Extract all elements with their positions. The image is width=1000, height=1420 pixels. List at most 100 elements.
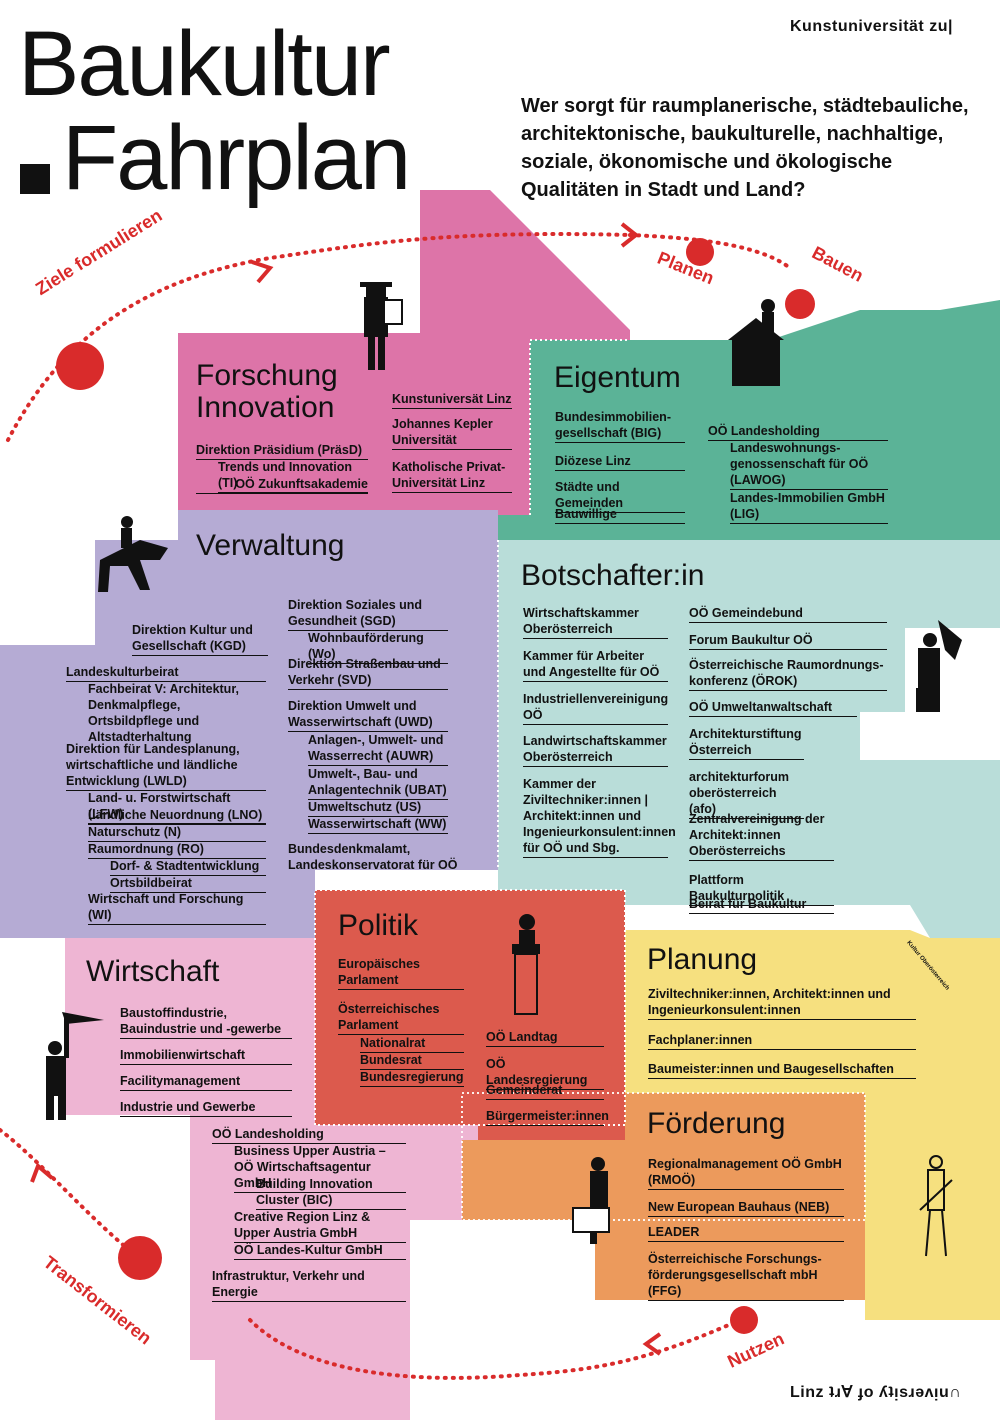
verwaltung-item: Fachbeirat V: Architektur, Denkmalpflege… bbox=[88, 682, 239, 744]
verwaltung-item: Umwelt-, Bau- und Anlagentechnik (UBAT) bbox=[308, 766, 448, 800]
politik-region bbox=[315, 890, 625, 1140]
wirtschaft-item: Creative Region Linz & Upper Austria Gmb… bbox=[234, 1209, 406, 1243]
eigentum-region bbox=[498, 300, 1000, 540]
wirtschaft-item: Building Innovation Cluster (BIC) bbox=[256, 1176, 406, 1210]
eigentum-title: Eigentum bbox=[554, 361, 681, 394]
politik-title: Politik bbox=[338, 909, 419, 942]
wirtschaft-region bbox=[65, 938, 478, 1420]
horse-rider-icon bbox=[98, 516, 168, 592]
politik-item: Gemeinderat bbox=[486, 1082, 604, 1100]
sketch-figure-icon bbox=[919, 1155, 953, 1257]
verwaltung-item: Direktion Umwelt und Wasserwirtschaft (U… bbox=[288, 698, 448, 732]
wirtschaft-item: OÖ Landesholding bbox=[212, 1126, 406, 1144]
botschafter-item: Zentralvereinigung der Architekt:innen O… bbox=[689, 811, 834, 861]
wirtschaft-item: Immobilienwirtschaft bbox=[120, 1047, 292, 1065]
verwaltung-title: Verwaltung bbox=[196, 529, 345, 562]
botschafter-item: Wirtschaftskammer Oberösterreich bbox=[523, 605, 668, 639]
verwaltung-item: Wohnbauförderung (Wo) bbox=[308, 630, 448, 664]
verwaltung-item: Ländliche Neuordnung (LNO) bbox=[88, 807, 266, 825]
forschung-region bbox=[178, 190, 630, 515]
cycle-arrow-1 bbox=[251, 260, 274, 284]
eigentum-item: OÖ Landesholding bbox=[708, 423, 888, 441]
planung-region bbox=[625, 930, 1000, 1320]
foerderung-item: Regionalmanagement OÖ GmbH (RMOÖ) bbox=[648, 1156, 844, 1190]
botschafter-item: architekturforum oberösterreich (afo) bbox=[689, 769, 804, 819]
botschafter-item: Forum Baukultur OÖ bbox=[689, 632, 887, 650]
politik-item: Bürgermeister:innen bbox=[486, 1108, 609, 1126]
wirtschaft-item: Industrie und Gewerbe bbox=[120, 1099, 292, 1117]
university-name-bottom: Linz ʇɹ∀ ɟo ʎʇᴉsɹǝʌᴉu∩ bbox=[790, 1384, 962, 1401]
forschung-item: OÖ Zukunftsakademie bbox=[196, 476, 368, 494]
reader-figure-icon bbox=[360, 282, 403, 370]
politik-item: Bundesrat bbox=[360, 1052, 464, 1070]
verwaltung-item: Direktion Soziales und Gesundheit (SGD) bbox=[288, 597, 448, 631]
foerderung-item: New European Bauhaus (NEB) bbox=[648, 1199, 844, 1217]
eigentum-item: Landes-Immobilien GmbH (LIG) bbox=[730, 490, 888, 524]
cycle-arrow-2 bbox=[620, 222, 640, 248]
botschafter-item: Kammer der Ziviltechniker:innen | Archit… bbox=[523, 776, 676, 858]
botschafter-item: Plattform Baukulturpolitik bbox=[689, 872, 834, 906]
wirtschaft-item: Business Upper Austria – OÖ Wirtschaftsa… bbox=[234, 1143, 406, 1193]
title-line-2: Fahrplan bbox=[62, 107, 411, 209]
eigentum-item: Bauwillige bbox=[555, 506, 685, 524]
verwaltung-item: Umweltschutz (US) bbox=[308, 799, 448, 817]
eigentum-item: Bundesimmobilien-gesellschaft (BIG) bbox=[555, 409, 685, 443]
botschafter-region bbox=[498, 540, 1000, 938]
planung-item: Fachplaner:innen bbox=[648, 1032, 916, 1050]
botschafter-item: Architekturstiftung Österreich bbox=[689, 726, 804, 760]
wirtschaft-item: Infrastruktur, Verkehr und Energie bbox=[212, 1268, 406, 1302]
politik-item: Österreichisches Parlament bbox=[338, 1001, 464, 1035]
botschafter-item: Industriellenvereinigung OÖ bbox=[523, 691, 668, 725]
forschung-item: Katholische Privat-Universität Linz bbox=[392, 459, 512, 493]
cycle-arc-right bbox=[628, 233, 792, 270]
botschafter-item: OÖ Umweltanwaltschaft bbox=[689, 699, 857, 717]
verwaltung-item: Direktion Straßenbau und Verkehr (SVD) bbox=[288, 656, 448, 690]
botschafter-item: Beirat für Baukultur bbox=[689, 896, 834, 914]
speaker-podium-icon bbox=[512, 914, 540, 1015]
botschafter-item: Kammer für Arbeiter und Angestellte für … bbox=[523, 648, 668, 682]
wirtschaft-title: Wirtschaft bbox=[86, 955, 220, 988]
university-name-top: Kunstuniversität zu| bbox=[790, 18, 953, 35]
verwaltung-item: Direktion Kultur und Gesellschaft (KGD) bbox=[132, 622, 268, 656]
verwaltung-item: Wirtschaft und Forschung (WI) bbox=[88, 891, 266, 925]
forschung-item: Johannes Kepler Universität bbox=[392, 416, 512, 450]
cycle-dot-planen bbox=[686, 238, 714, 266]
planung-item: Ziviltechniker:innen, Architekt:innen un… bbox=[648, 986, 916, 1020]
house-figure-icon bbox=[728, 299, 784, 386]
cycle-arrow-3 bbox=[642, 1332, 662, 1356]
forschung-item: Direktion Präsidium (PräsD) bbox=[196, 442, 368, 460]
cycle-arc-bottom bbox=[248, 1318, 742, 1380]
euro-briefcase-icon bbox=[572, 1157, 610, 1244]
politik-item: OÖ Landtag bbox=[486, 1029, 604, 1047]
botschafter-title: Botschafter:in bbox=[521, 559, 705, 592]
cycle-arc-left bbox=[0, 1128, 142, 1260]
verwaltung-item: Dorf- & Stadtentwicklung bbox=[110, 858, 266, 876]
eigentum-item: Diözese Linz bbox=[555, 453, 685, 471]
foerderung-title: Förderung bbox=[647, 1107, 786, 1140]
planung-item: Baumeister:innen und Baugesellschaften bbox=[648, 1061, 916, 1079]
forschung-item: Kunstuniversät Linz bbox=[392, 391, 512, 409]
eigentum-item: Städte und Gemeinden bbox=[555, 479, 685, 513]
forschung-item: Trends und Innovation (TI) bbox=[218, 459, 368, 493]
cycle-arrow-4 bbox=[30, 1162, 54, 1183]
verwaltung-item: Landeskulturbeirat bbox=[66, 664, 266, 682]
politik-item: Nationalrat bbox=[360, 1035, 464, 1053]
politik-item: OÖ Landesregierung bbox=[486, 1056, 604, 1090]
verwaltung-item: Raumordnung (RO) bbox=[88, 841, 266, 859]
title-line-1: Baukultur bbox=[18, 13, 391, 115]
statue-torch-icon bbox=[46, 1012, 104, 1120]
cycle-dot-bauen bbox=[785, 289, 815, 319]
verwaltung-item: Ortsbildbeirat bbox=[110, 875, 266, 893]
cycle-dot-nutzen bbox=[730, 1306, 758, 1334]
verwaltung-item: Land- u. Forstwirtschaft (LFW) bbox=[88, 790, 266, 824]
planung-title: Planung bbox=[647, 943, 758, 976]
wirtschaft-item: Facilitymanagement bbox=[120, 1073, 292, 1091]
cycle-dot-transformieren bbox=[118, 1236, 162, 1280]
cycle-dot-ziele bbox=[56, 342, 104, 390]
foerderung-item: Österreichische Forschungs-förderungsges… bbox=[648, 1251, 844, 1301]
wirtschaft-item: Baustoffindustrie, Bauindustrie und -gew… bbox=[120, 1005, 292, 1039]
verwaltung-item: Direktion für Landesplanung, wirtschaftl… bbox=[66, 741, 266, 791]
verwaltung-region bbox=[0, 510, 498, 938]
politik-item: Bundesregierung bbox=[360, 1069, 464, 1087]
